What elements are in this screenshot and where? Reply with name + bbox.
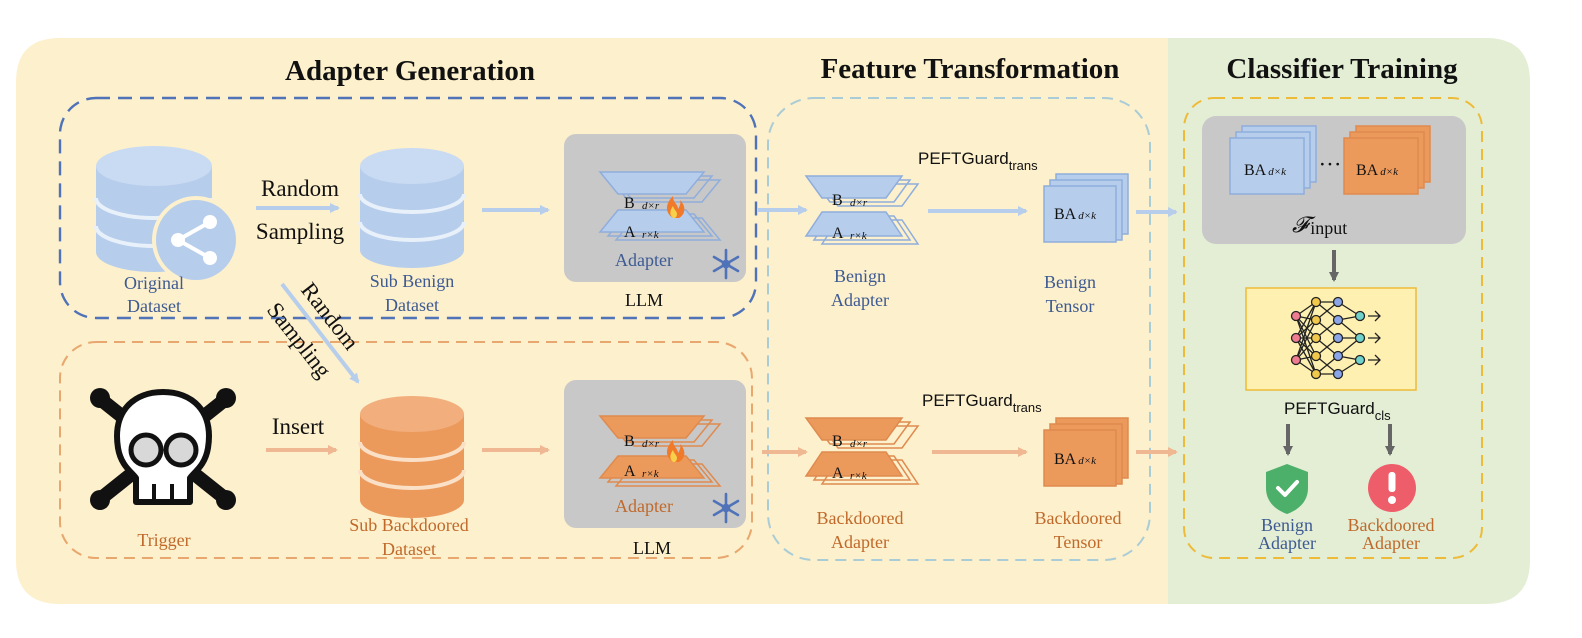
section-title-classifier-training: Classifier Training <box>1226 53 1458 85</box>
backdoor-generation-frame <box>59 341 753 559</box>
benign-llm-label: LLM <box>625 290 663 310</box>
original-dataset-label-1: Original <box>124 273 184 293</box>
input-ellipsis: ··· <box>1319 152 1342 177</box>
snowflake-icon <box>712 492 740 524</box>
benign-b-sub: d×r <box>642 200 660 212</box>
backdoor-adapter-in-llm-label: Adapter <box>615 496 673 516</box>
classifier-network-box <box>1245 287 1417 391</box>
benign-result-label-1: Benign <box>1261 515 1313 535</box>
transform-backdoor-b-sub: d×r <box>850 438 868 450</box>
backdoored-adapter-label-1: Backdoored <box>817 508 904 528</box>
benign-generation-frame <box>58 96 758 320</box>
arrow-diagonal-sampling <box>280 282 360 384</box>
backdoored-adapter-label-2: Adapter <box>831 532 889 552</box>
sub-backdoored-database-icon <box>358 396 466 518</box>
benign-adapter-in-llm-label: Adapter <box>615 250 673 270</box>
input-backdoored-tensor-icon <box>1343 125 1431 195</box>
feature-transformation-frame <box>767 97 1151 561</box>
sub-backdoored-label-1: Sub Backdoored <box>349 515 468 535</box>
benign-a-sub: r×k <box>642 229 660 241</box>
transform-backdoor-a-letter: A <box>832 465 844 482</box>
skull-crossbones-icon <box>90 388 236 510</box>
benign-adapter-label-2: Adapter <box>831 290 889 310</box>
shield-check-icon <box>1266 464 1308 514</box>
section-title-feature-transformation: Feature Transformation <box>821 53 1120 85</box>
transform-benign-b-letter: B <box>832 192 843 209</box>
benign-b-letter: B <box>624 195 635 212</box>
alert-circle-icon <box>1368 464 1416 512</box>
benign-adapter-matrix-icon <box>804 175 920 245</box>
sub-benign-database-icon <box>358 148 466 268</box>
backdoor-adapter-matrix-icon <box>804 417 920 485</box>
peftguard-cls-label: PEFTGuardcls <box>1284 399 1391 423</box>
flame-icon <box>666 196 685 218</box>
backdoored-tensor-icon <box>1043 417 1129 487</box>
backdoored-tensor-label-2: Tensor <box>1054 532 1103 552</box>
classifier-frame <box>1183 97 1483 559</box>
sub-benign-label-2: Dataset <box>385 295 439 315</box>
benign-tensor-label-2: Tensor <box>1046 296 1095 316</box>
backdoor-b-letter: B <box>624 433 635 450</box>
snowflake-icon <box>712 248 740 280</box>
backdoor-b-sub: d×r <box>642 438 660 450</box>
transform-backdoor-a-sub: r×k <box>850 470 868 482</box>
benign-tensor-icon <box>1043 173 1129 243</box>
transform-benign-a-sub: r×k <box>850 230 868 242</box>
flame-icon <box>666 440 685 462</box>
sub-backdoored-label-2: Dataset <box>382 539 436 559</box>
peftguard-trans-label-bottom: PEFTGuardtrans <box>922 391 1042 415</box>
backdoored-tensor-label-1: Backdoored <box>1035 508 1122 528</box>
original-dataset-label-2: Dataset <box>127 296 181 316</box>
input-benign-tensor-icon <box>1229 125 1317 195</box>
section-title-adapter-generation: Adapter Generation <box>285 55 535 87</box>
benign-result-label-2: Adapter <box>1258 533 1316 553</box>
backdoored-result-label-1: Backdoored <box>1348 515 1435 535</box>
transform-benign-b-sub: d×r <box>850 197 868 209</box>
backdoor-a-sub: r×k <box>642 468 660 480</box>
sub-benign-label-1: Sub Benign <box>370 271 455 291</box>
benign-llm-panel <box>564 134 746 282</box>
transform-backdoor-b-letter: B <box>832 433 843 450</box>
backdoor-a-letter: A <box>624 463 636 480</box>
peftguard-trans-label-top: PEFTGuardtrans <box>918 149 1038 173</box>
insert-label: Insert <box>272 414 325 439</box>
share-icon <box>152 196 240 284</box>
random-sampling-label-1: Random <box>261 176 339 201</box>
benign-tensor-label-1: Benign <box>1044 272 1096 292</box>
transform-benign-a-letter: A <box>832 225 844 242</box>
trigger-label: Trigger <box>137 530 190 550</box>
backdoored-result-label-2: Adapter <box>1362 533 1420 553</box>
network-nodes <box>1290 296 1366 380</box>
benign-adapter-label-1: Benign <box>834 266 886 286</box>
random-sampling-label-2: Sampling <box>256 219 345 244</box>
benign-adapter-matrix-icon <box>598 171 722 241</box>
benign-a-letter: A <box>624 224 636 241</box>
backdoor-llm-label: LLM <box>633 538 671 558</box>
